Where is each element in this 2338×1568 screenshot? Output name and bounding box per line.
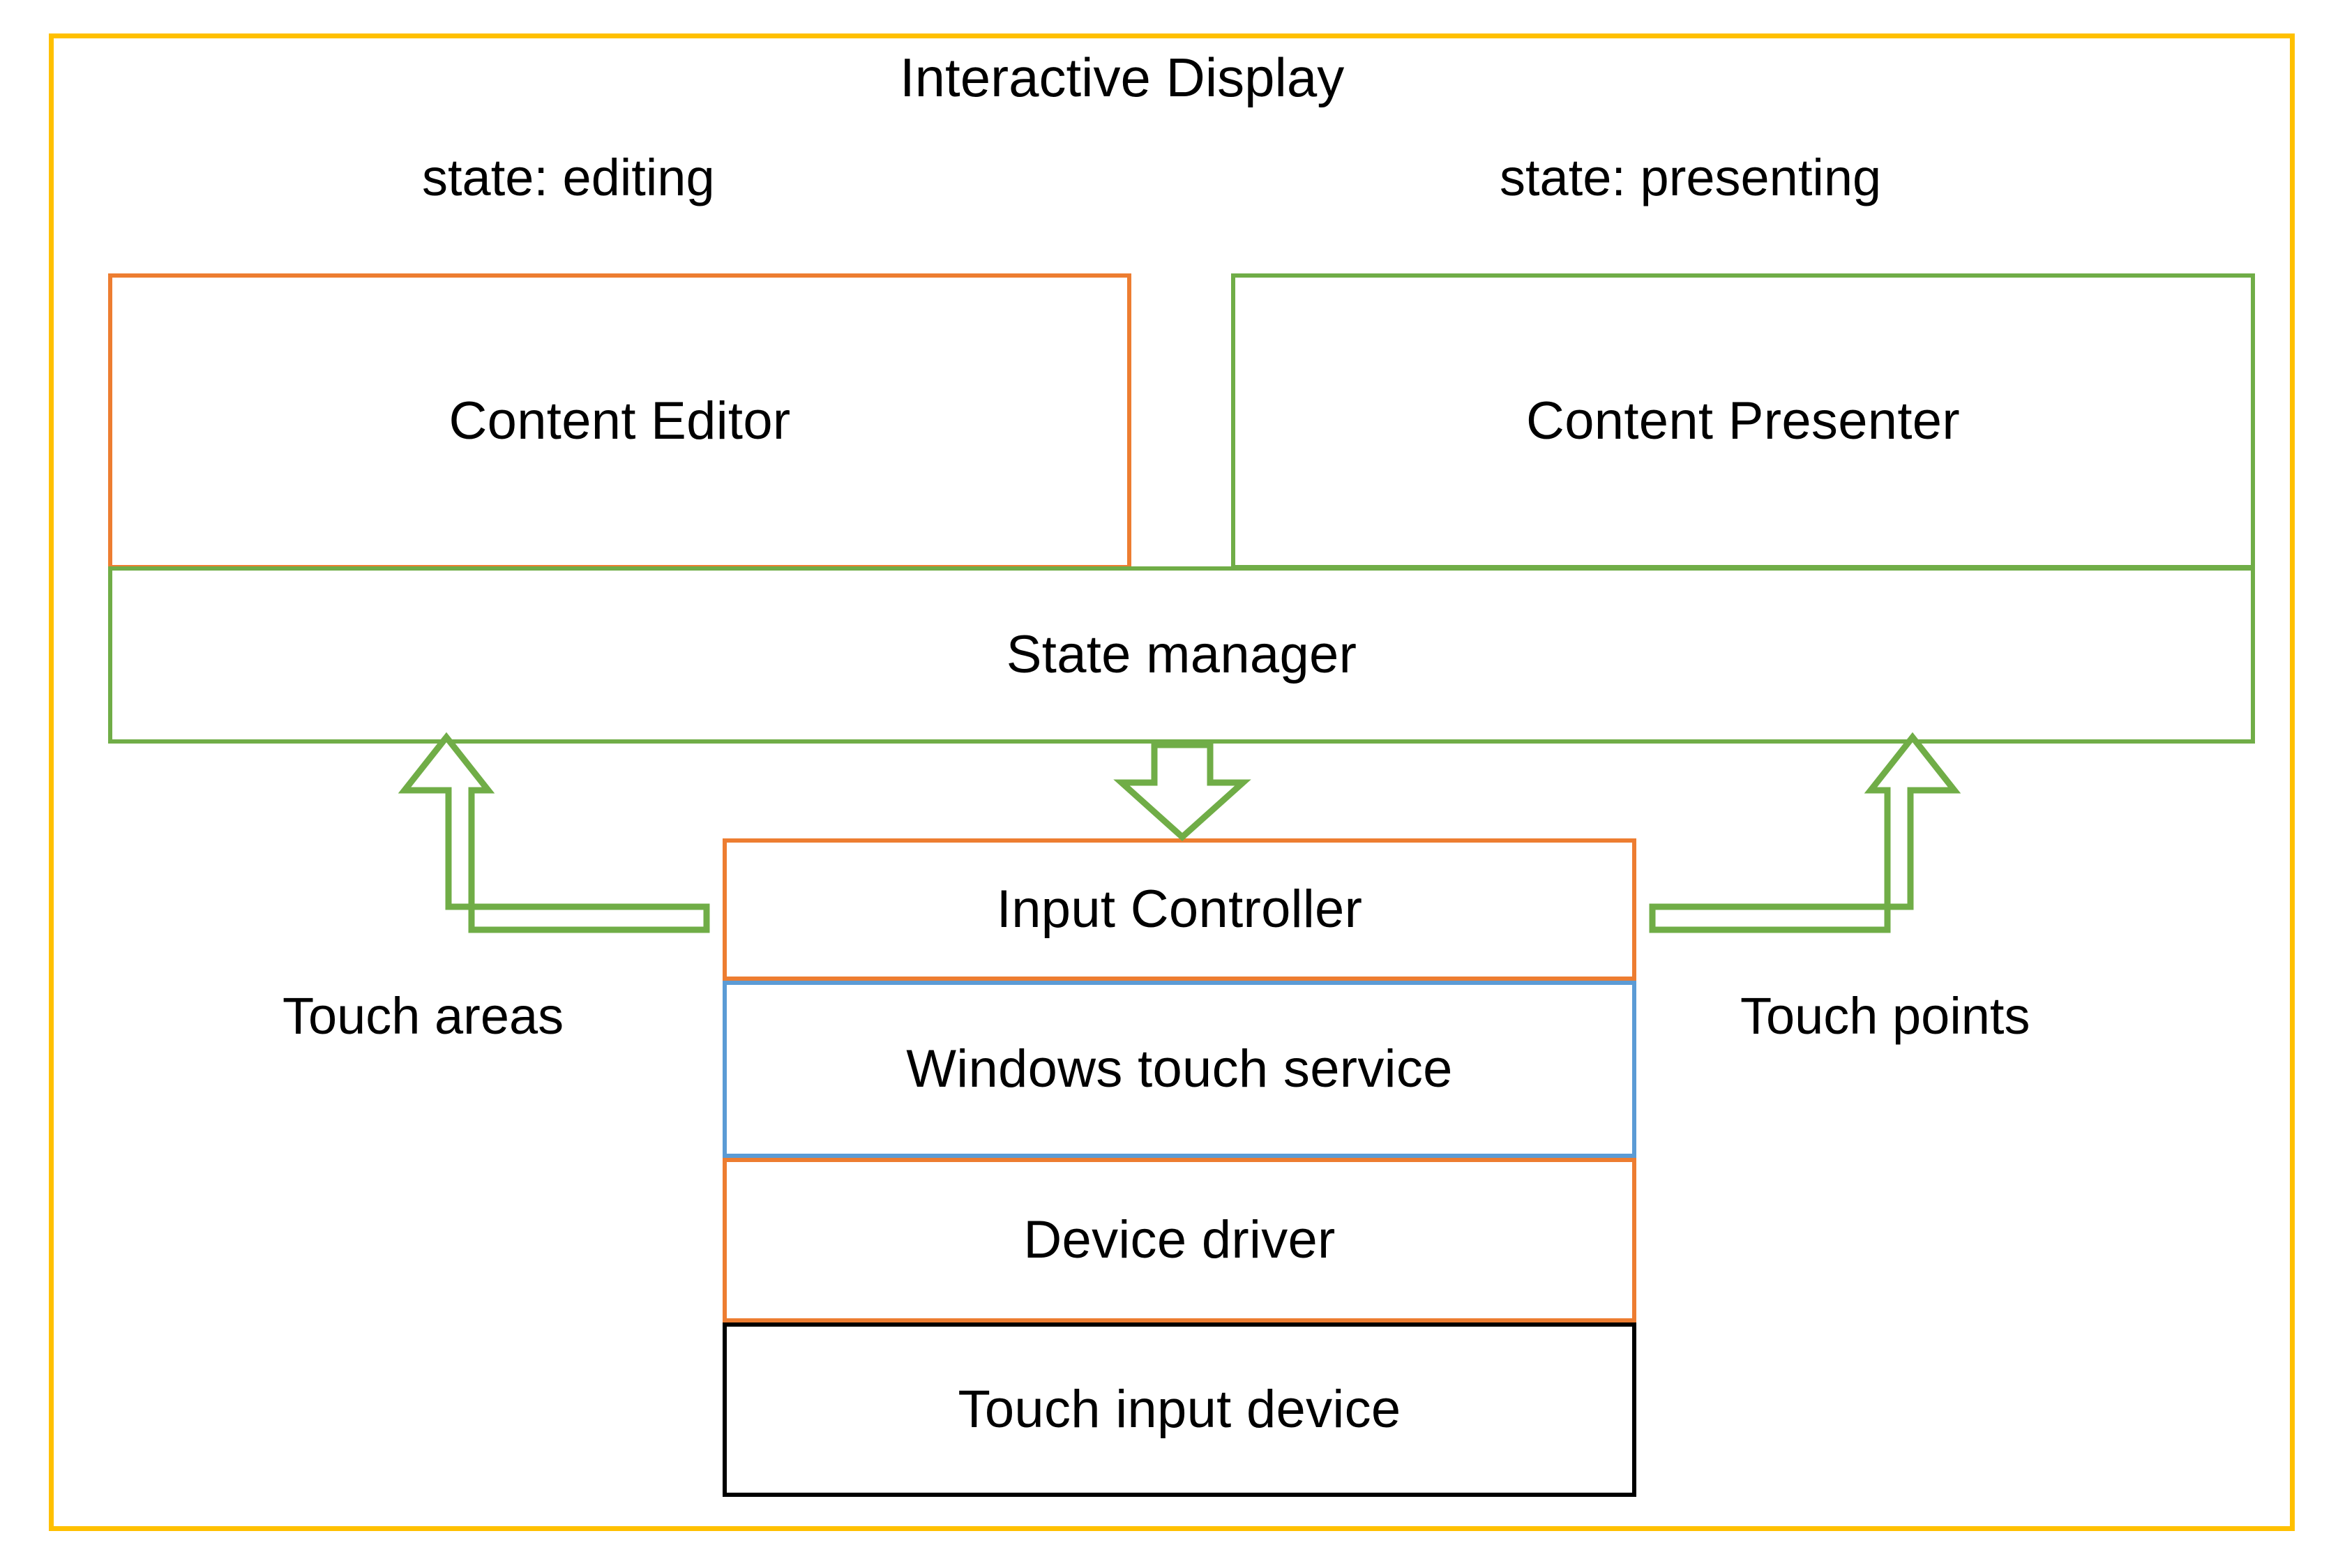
box-device-driver[interactable]: Device driver — [723, 1158, 1636, 1322]
box-content-editor[interactable]: Content Editor — [108, 273, 1131, 569]
box-input-controller[interactable]: Input Controller — [723, 838, 1636, 981]
box-touch-input-device[interactable]: Touch input device — [723, 1322, 1636, 1497]
interactive-display-frame — [49, 33, 2295, 1531]
box-content-presenter-label: Content Presenter — [1526, 391, 1960, 451]
box-state-manager-label: State manager — [1006, 625, 1357, 684]
page-title: Interactive Display — [900, 47, 1345, 108]
flow-label-touch-points: Touch points — [1740, 987, 2030, 1045]
state-label-editing: state: editing — [422, 149, 715, 206]
box-state-manager[interactable]: State manager — [108, 566, 2255, 744]
box-touch-input-device-label: Touch input device — [958, 1380, 1401, 1439]
box-device-driver-label: Device driver — [1023, 1210, 1336, 1269]
state-label-presenting: state: presenting — [1500, 149, 1882, 206]
box-input-controller-label: Input Controller — [996, 880, 1363, 939]
box-windows-touch-service-label: Windows touch service — [906, 1039, 1453, 1099]
flow-label-touch-areas: Touch areas — [282, 987, 564, 1045]
box-windows-touch-service[interactable]: Windows touch service — [723, 981, 1636, 1158]
box-content-editor-label: Content Editor — [448, 391, 791, 451]
box-content-presenter[interactable]: Content Presenter — [1231, 273, 2255, 569]
